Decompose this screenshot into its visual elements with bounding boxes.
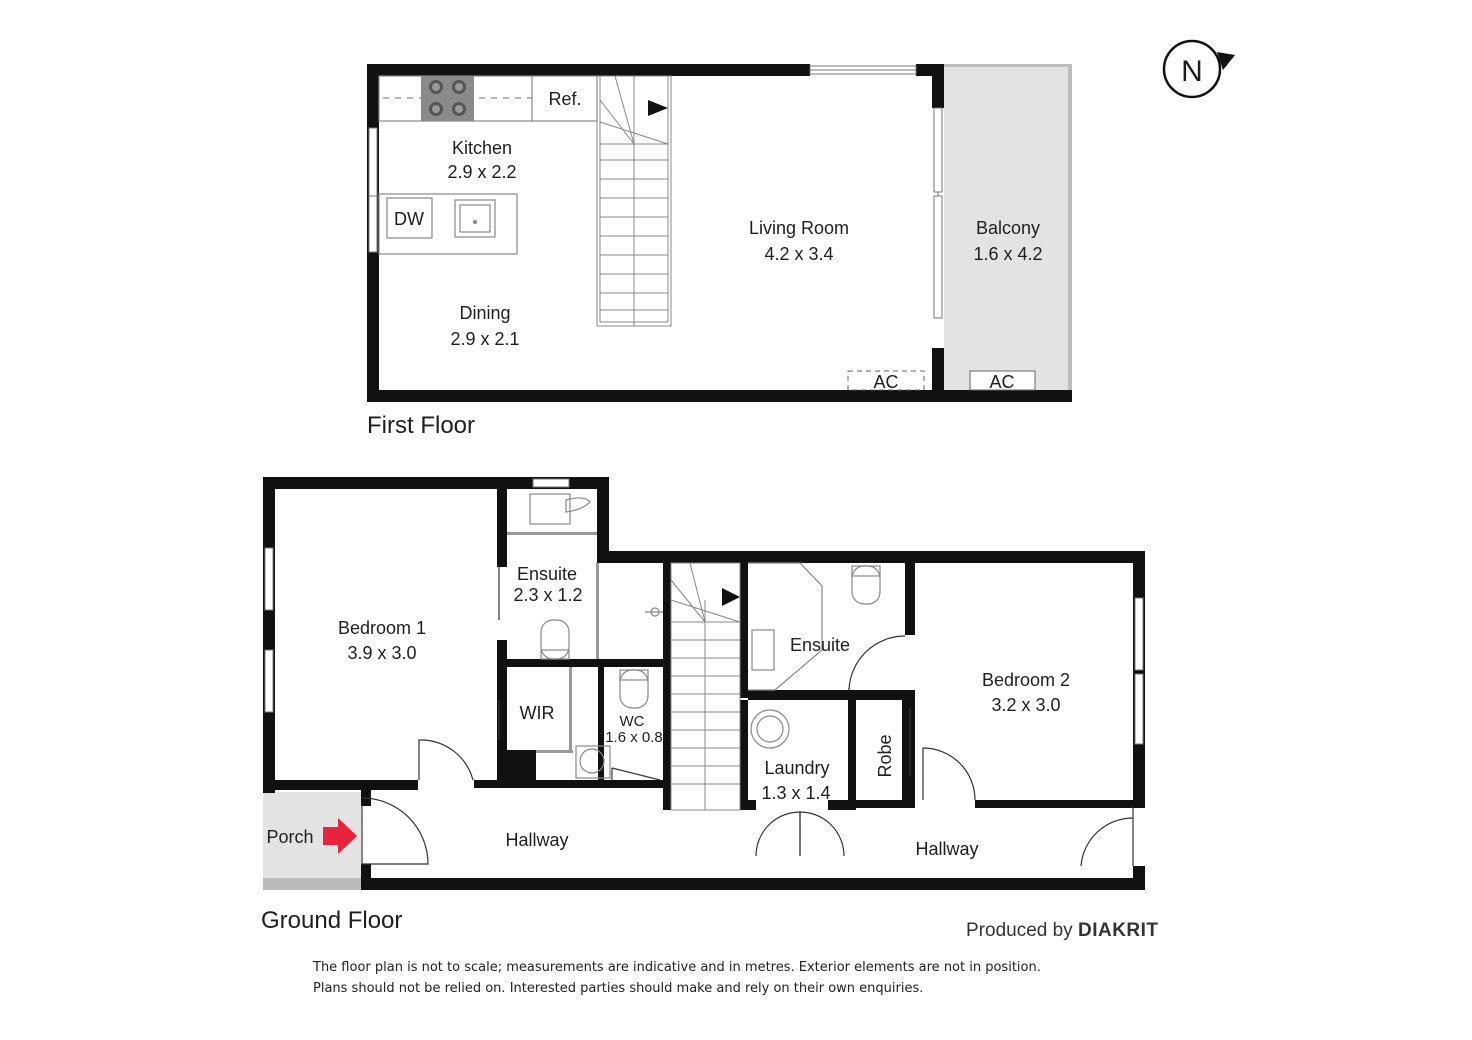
bedroom-2-name: Bedroom 2 <box>982 670 1070 690</box>
laundry-size: 1.3 x 1.4 <box>761 783 830 803</box>
kitchen-name: Kitchen <box>452 138 512 158</box>
ref-label: Ref. <box>548 89 581 109</box>
sink-icon <box>473 220 477 224</box>
stair-arrow-icon <box>722 588 740 606</box>
wir-name: WIR <box>520 703 555 723</box>
credit-brand-logo: DIAKRIT <box>1077 920 1159 941</box>
door-swings <box>361 566 1134 867</box>
ac-unit <box>847 370 925 391</box>
ensuite-1-size: 2.3 x 1.2 <box>513 585 582 605</box>
first-floor-plan: Ref. DW <box>367 64 1072 439</box>
kitchen-island <box>378 193 518 255</box>
laundry-name: Laundry <box>764 758 829 778</box>
dining-size: 2.9 x 2.1 <box>450 329 519 349</box>
balcony-floor <box>944 66 1072 390</box>
kitchen-size: 2.9 x 2.2 <box>447 162 516 182</box>
bathroom-fixtures <box>529 493 881 779</box>
bedroom-1-name: Bedroom 1 <box>338 618 426 638</box>
window <box>809 65 917 75</box>
entry-arrow-icon <box>323 818 357 854</box>
stairs <box>670 562 741 811</box>
dishwasher-label: DW <box>394 209 424 229</box>
ensuite-1-name: Ensuite <box>517 564 577 584</box>
ac-unit <box>969 370 1036 391</box>
living-room-size: 4.2 x 3.4 <box>764 244 833 264</box>
stairs <box>596 75 672 327</box>
disclaimer-line-2: Plans should not be relied on. Intereste… <box>313 981 924 996</box>
living-room-name: Living Room <box>749 218 849 238</box>
balcony-size: 1.6 x 4.2 <box>973 244 1042 264</box>
window <box>368 127 378 253</box>
ground-floor-walls <box>263 477 1145 890</box>
ac-living-label: AC <box>873 372 898 392</box>
north-compass-icon: N <box>1162 39 1235 99</box>
ground-floor-title: Ground Floor <box>261 907 402 934</box>
ensuite-2-name: Ensuite <box>790 635 850 655</box>
robe-name: Robe <box>875 734 895 777</box>
sliding-door <box>933 107 943 319</box>
dining-name: Dining <box>459 303 510 323</box>
bedroom-2-size: 3.2 x 3.0 <box>991 695 1060 715</box>
stair-arrow-icon <box>648 100 668 116</box>
ground-floor-plan: Bedroom 1 3.9 x 3.0 Ensuite 2.3 x 1.2 WI… <box>261 477 1145 934</box>
balcony-name: Balcony <box>976 218 1040 238</box>
hallway-left-name: Hallway <box>505 830 568 850</box>
wc-name: WC <box>620 713 645 730</box>
compass-label: N <box>1181 55 1203 88</box>
disclaimer-line-1: The floor plan is not to scale; measurem… <box>313 960 1041 975</box>
bedroom-1-size: 3.9 x 3.0 <box>347 643 416 663</box>
first-floor-title: First Floor <box>367 412 475 439</box>
window <box>264 478 1144 745</box>
credit-prefix: Produced by <box>966 920 1073 941</box>
ac-balcony-label: AC <box>989 372 1014 392</box>
credit: Produced by DIAKRIT <box>966 920 1159 942</box>
porch-name: Porch <box>266 827 313 847</box>
cooktop-icon <box>421 76 474 121</box>
wc-size: 1.6 x 0.8 <box>605 729 663 746</box>
hallway-right-name: Hallway <box>915 839 978 859</box>
